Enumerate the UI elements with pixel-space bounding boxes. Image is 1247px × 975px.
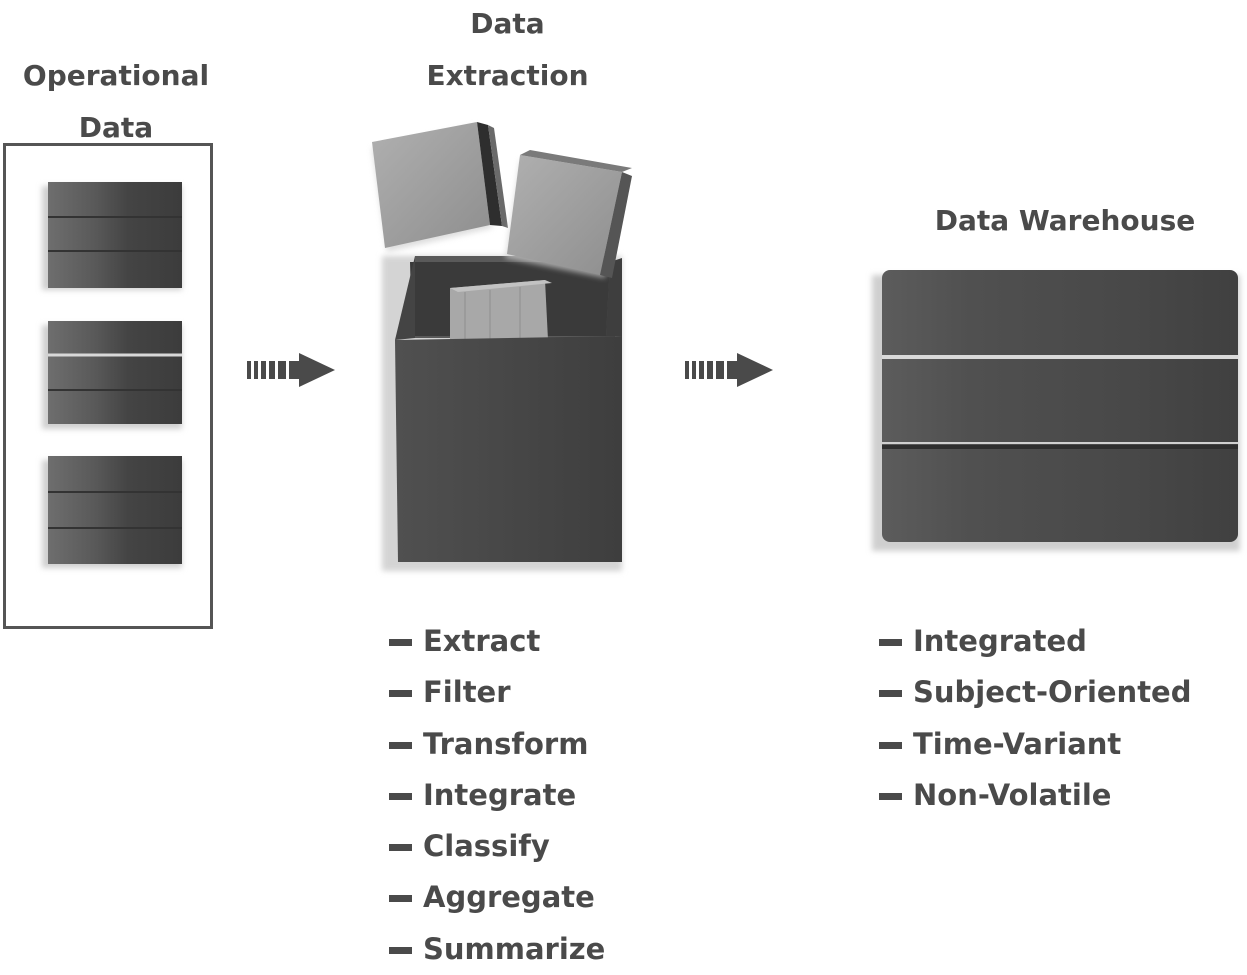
database-icon bbox=[42, 321, 182, 429]
operational-data-frame bbox=[3, 143, 213, 629]
list-item: Transform bbox=[389, 719, 605, 770]
database-icon bbox=[42, 456, 182, 568]
operational-data-heading: Operational Data bbox=[22, 59, 210, 144]
data-extraction-heading: Data Extraction bbox=[426, 7, 589, 92]
database-icon bbox=[42, 182, 182, 290]
data-warehouse-heading: Data Warehouse bbox=[934, 204, 1196, 237]
warehouse-traits-list: Integrated Subject-Oriented Time-Variant… bbox=[879, 616, 1192, 821]
list-item: Integrate bbox=[389, 770, 605, 821]
book-icon bbox=[372, 122, 508, 252]
list-item: Subject-Oriented bbox=[879, 667, 1192, 718]
list-item: Aggregate bbox=[389, 872, 605, 923]
list-item: Integrated bbox=[879, 616, 1192, 667]
list-item: Time-Variant bbox=[879, 719, 1192, 770]
list-item: Classify bbox=[389, 821, 605, 872]
list-item: Filter bbox=[389, 667, 605, 718]
dashed-arrow-right-icon bbox=[247, 353, 335, 387]
book-icon bbox=[450, 280, 552, 340]
extraction-steps-list: Extract Filter Transform Integrate Class… bbox=[389, 616, 605, 975]
book-icon bbox=[505, 150, 632, 278]
list-item: Non-Volatile bbox=[879, 770, 1192, 821]
database-icon bbox=[872, 270, 1240, 551]
dashed-arrow-right-icon bbox=[685, 353, 773, 387]
box-icon bbox=[382, 256, 622, 571]
list-item: Summarize bbox=[389, 924, 605, 975]
list-item: Extract bbox=[389, 616, 605, 667]
